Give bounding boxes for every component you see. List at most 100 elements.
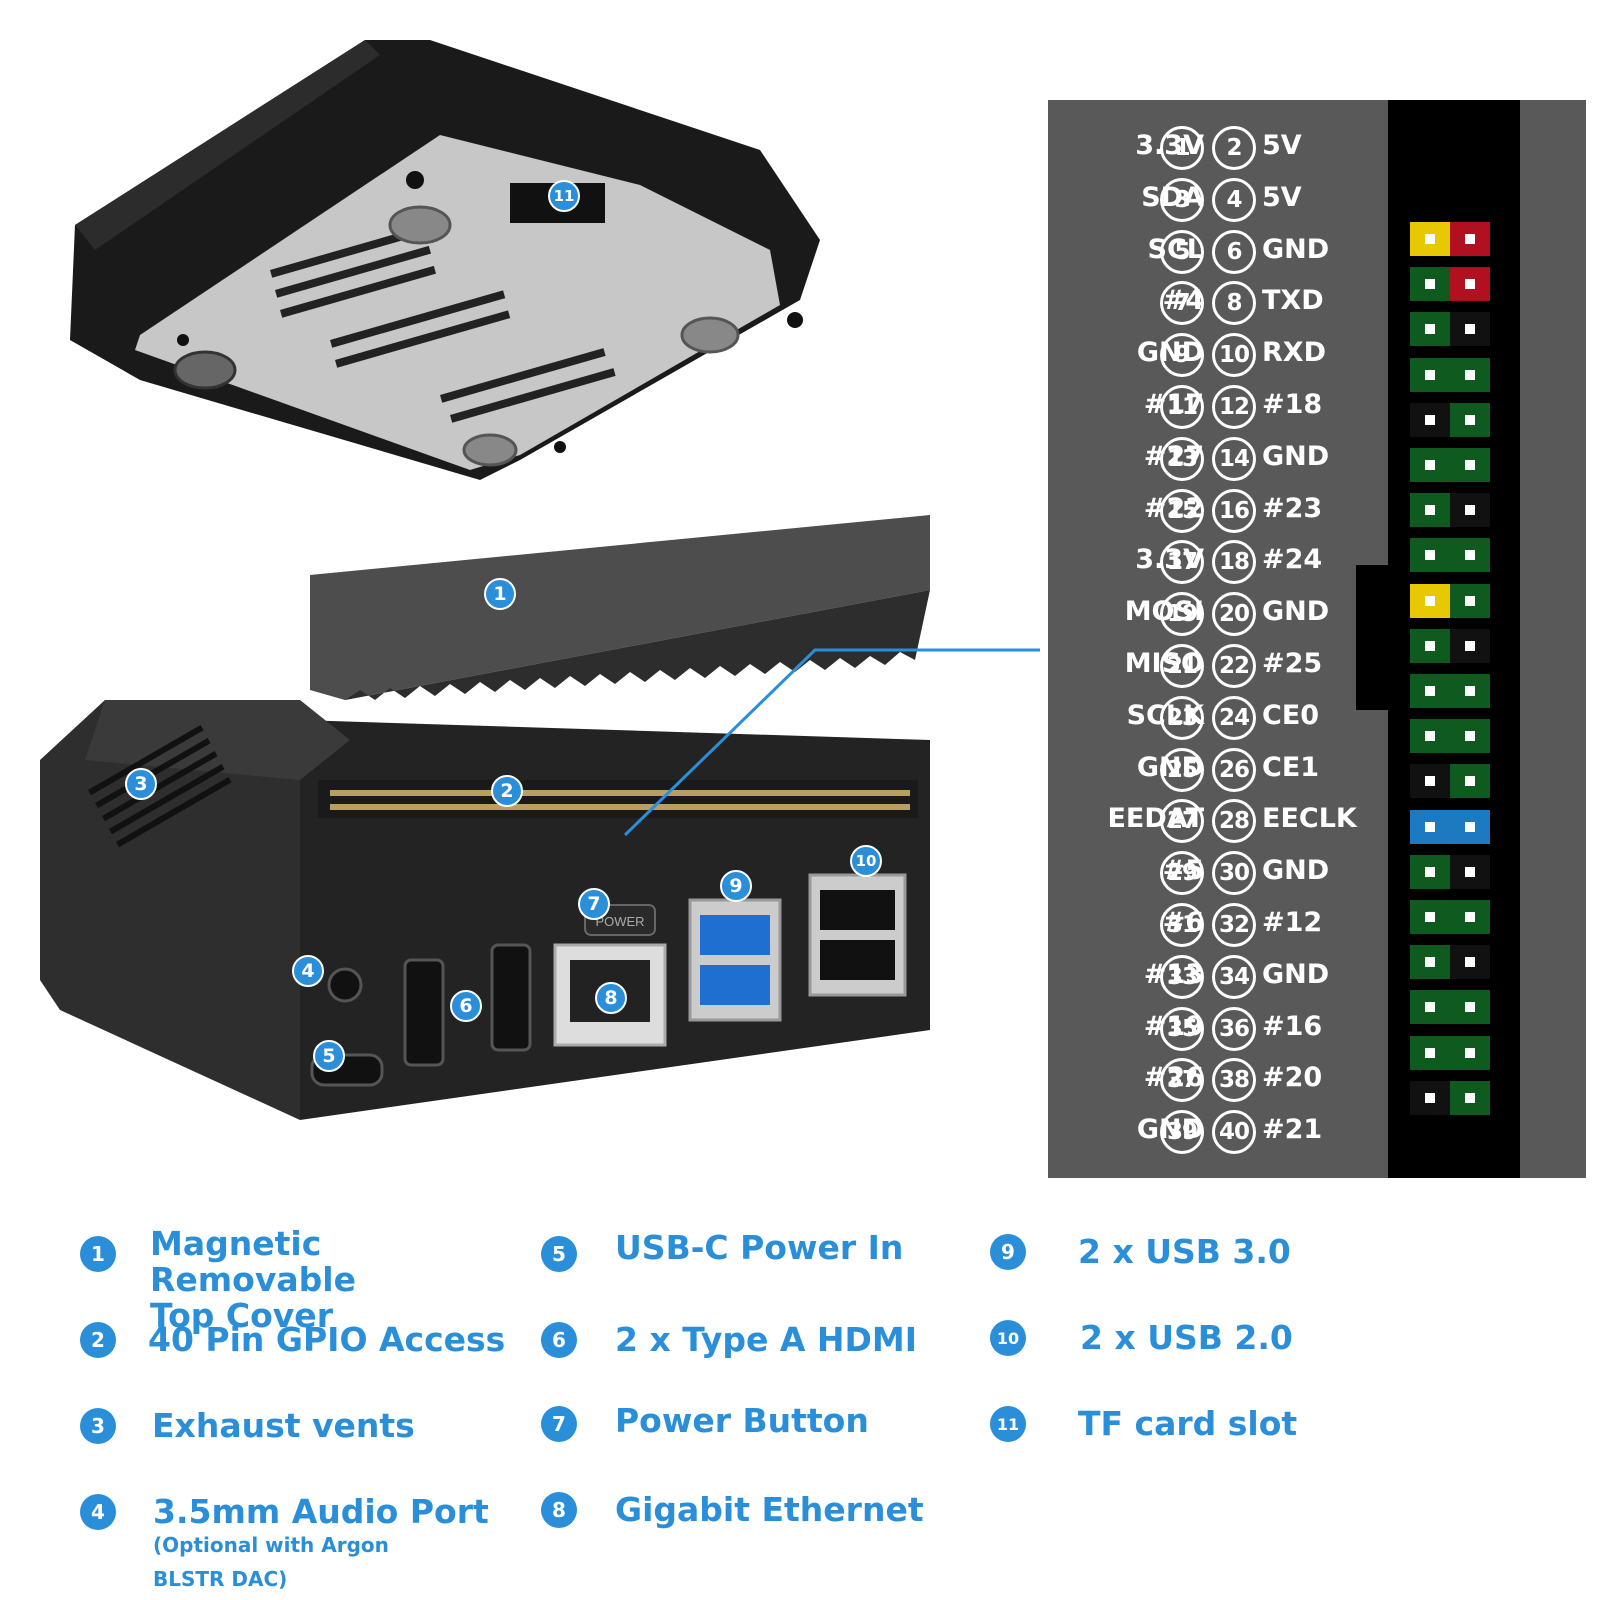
pin-strip-notch [1356, 565, 1390, 710]
pin-number-even: 26 [1212, 747, 1256, 792]
pin-color-swatch [1450, 764, 1490, 799]
pin-number-even: 20 [1212, 592, 1256, 637]
pin-label-right: CE0 [1262, 699, 1320, 731]
pin-number-even: 40 [1212, 1110, 1256, 1155]
legend-text-2: 40 Pin GPIO Access [148, 1320, 506, 1359]
pin-label-right: GND [1262, 596, 1330, 628]
pin-color-swatch [1450, 719, 1490, 754]
pin-color-swatch [1410, 448, 1450, 482]
legend-text-4: 3.5mm Audio Port [153, 1492, 489, 1531]
pin-color-swatch [1410, 628, 1450, 663]
pin-color-swatch [1450, 402, 1490, 437]
legend-num-10: 10 [990, 1320, 1026, 1356]
pin-color-swatch [1410, 1080, 1450, 1115]
pin-color-swatch [1410, 809, 1450, 844]
pin-number-even: 14 [1212, 436, 1256, 481]
power-label-on-case: POWER [595, 914, 644, 929]
pin-number-even: 38 [1212, 1058, 1256, 1103]
pin-color-swatch [1450, 674, 1490, 708]
legend-num-3: 3 [80, 1408, 116, 1444]
pin-color-swatch [1410, 900, 1450, 934]
callout-4: 4 [292, 955, 324, 987]
pin-color-swatch [1450, 854, 1490, 889]
pin-color-swatch [1410, 267, 1450, 302]
pin-number-odd: 37 [1160, 1058, 1204, 1103]
pin-label-right: CE1 [1262, 751, 1320, 783]
legend-text-1: Magnetic Removable Top Cover [150, 1224, 356, 1335]
pin-label-right: 5V [1262, 181, 1302, 213]
legend-text-5: USB-C Power In [615, 1228, 904, 1267]
legend-num-7: 7 [541, 1406, 577, 1442]
pin-number-even: 12 [1212, 385, 1256, 429]
pin-number-even: 36 [1212, 1006, 1256, 1051]
pin-color-swatch [1450, 809, 1490, 844]
legend-num-5: 5 [541, 1236, 577, 1272]
pin-label-right: #23 [1262, 492, 1323, 524]
pin-number-odd: 7 [1160, 281, 1204, 326]
pin-number-odd: 27 [1160, 799, 1204, 844]
pin-label-right: GND [1262, 855, 1330, 887]
pin-label-right: #18 [1262, 389, 1323, 420]
pin-color-swatch [1450, 222, 1490, 256]
pin-color-swatch [1410, 854, 1450, 889]
pin-number-odd: 11 [1160, 385, 1204, 429]
legend-num-4: 4 [80, 1494, 116, 1530]
pin-number-even: 22 [1212, 644, 1256, 688]
legend-text-3: Exhaust vents [152, 1406, 415, 1445]
case-drawing: POWER [40, 40, 1048, 1120]
pin-color-swatch [1410, 493, 1450, 528]
pin-label-right: #25 [1262, 648, 1323, 679]
callout-7: 7 [578, 888, 610, 920]
pin-color-swatch [1450, 990, 1490, 1025]
legend-text-8: Gigabit Ethernet [615, 1490, 924, 1529]
pin-color-swatch [1450, 900, 1490, 934]
pin-color-swatch [1410, 945, 1450, 980]
callout-6: 6 [450, 990, 482, 1022]
legend-num-6: 6 [541, 1322, 577, 1358]
pin-number-odd: 33 [1160, 954, 1204, 999]
legend-text-10: 2 x USB 2.0 [1080, 1318, 1293, 1357]
pin-number-odd: 5 [1160, 229, 1204, 274]
pin-label-right: GND [1262, 233, 1330, 265]
pin-number-odd: 1 [1160, 126, 1204, 170]
pin-number-odd: 15 [1160, 488, 1204, 533]
callout-2: 2 [491, 775, 523, 807]
pin-number-odd: 31 [1160, 903, 1204, 947]
callout-10: 10 [850, 845, 882, 877]
pin-color-swatch [1450, 448, 1490, 482]
pin-number-odd: 25 [1160, 747, 1204, 792]
pin-color-swatch [1450, 493, 1490, 528]
callout-3: 3 [125, 768, 157, 800]
pin-color-swatch [1450, 312, 1490, 347]
callout-5: 5 [313, 1040, 345, 1072]
pin-number-odd: 39 [1160, 1110, 1204, 1155]
pin-color-swatch [1410, 402, 1450, 437]
pin-color-swatch [1450, 945, 1490, 980]
pin-number-even: 32 [1212, 903, 1256, 947]
legend-text-11: TF card slot [1078, 1404, 1298, 1443]
pin-color-swatch [1450, 267, 1490, 302]
legend-note-4: (Optional with Argon BLSTR DAC) [153, 1533, 389, 1591]
pin-number-odd: 3 [1160, 177, 1204, 222]
pin-number-odd: 35 [1160, 1006, 1204, 1051]
pin-number-odd: 17 [1160, 540, 1204, 585]
pin-color-swatch [1450, 357, 1490, 392]
case-bottom-view [70, 40, 820, 480]
pin-number-even: 30 [1212, 851, 1256, 896]
pin-number-even: 6 [1212, 229, 1256, 274]
pin-label-right: #24 [1262, 544, 1323, 576]
pin-label-right: #16 [1262, 1010, 1323, 1042]
pin-number-even: 16 [1212, 488, 1256, 533]
legend-num-2: 2 [80, 1322, 116, 1358]
pin-number-even: 10 [1212, 333, 1256, 378]
pin-color-swatch [1410, 583, 1450, 618]
